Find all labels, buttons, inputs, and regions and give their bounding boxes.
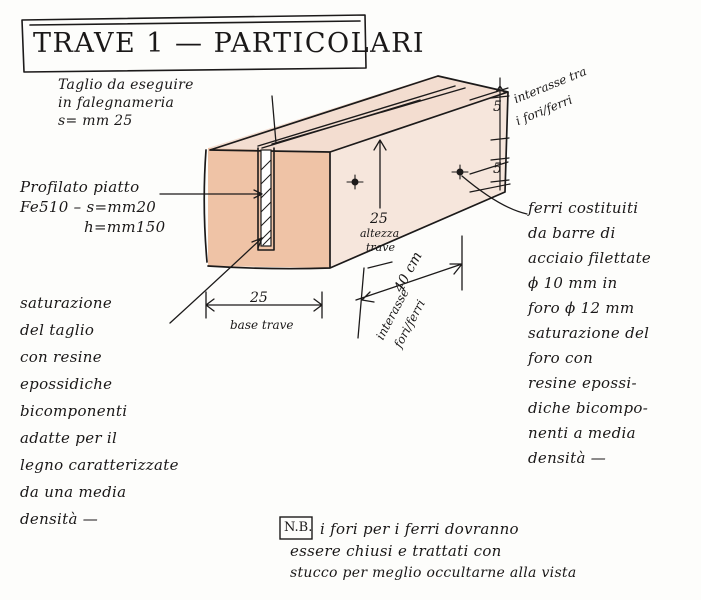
hole-spacing-value-1: 5 bbox=[493, 99, 502, 115]
base-dimension bbox=[205, 291, 323, 319]
note-nb-line: stucco per meglio occultarne alla vista bbox=[290, 565, 577, 581]
note-ferri-line: saturazione del bbox=[528, 324, 650, 342]
note-saturazione-line: densità — bbox=[20, 510, 99, 528]
note-ferri-line: foro con bbox=[528, 349, 594, 367]
note-ferri-line: resine epossi- bbox=[528, 374, 637, 392]
note-saturazione-line: da una media bbox=[20, 483, 127, 501]
note-profilato: Profilato piatto Fe510 – s=mm20 h=mm150 bbox=[20, 177, 165, 237]
height-dimension bbox=[367, 139, 393, 269]
note-ferri-line: diche bicompo- bbox=[528, 399, 649, 417]
note-ferri-line: ϕ 10 mm in bbox=[528, 274, 618, 292]
note-taglio-line: in falegnameria bbox=[58, 95, 175, 111]
note-saturazione-line: legno caratterizzate bbox=[20, 456, 179, 474]
note-ferri-line: da barre di bbox=[528, 224, 616, 242]
nb-box-label: N.B. bbox=[284, 520, 313, 535]
note-saturazione-line: epossidiche bbox=[20, 375, 113, 393]
page-title: TRAVE 1 — PARTICOLARI bbox=[33, 28, 426, 59]
note-profilato-line: Profilato piatto bbox=[20, 178, 140, 196]
note-taglio: Taglio da eseguire in falegnameria s= mm… bbox=[58, 76, 194, 130]
note-nb-line: i fori per i ferri dovranno bbox=[320, 520, 519, 538]
note-profilato-line: h=mm150 bbox=[84, 218, 166, 236]
note-ferri-line: ferri costituiti bbox=[528, 199, 639, 217]
slot-outline bbox=[257, 147, 275, 251]
leader-ferri bbox=[461, 175, 528, 215]
note-ferri-line: nenti a media bbox=[528, 424, 636, 442]
note-profilato-line: Fe510 – s=mm20 bbox=[20, 198, 157, 216]
beam-top-face bbox=[208, 75, 508, 152]
height-label-2: trave bbox=[366, 241, 395, 254]
note-taglio-line: s= mm 25 bbox=[58, 113, 133, 129]
note-ferri-line: densità — bbox=[528, 449, 607, 467]
hole-dimension bbox=[469, 77, 511, 193]
leader-profilato bbox=[159, 189, 263, 199]
title-frame bbox=[21, 14, 367, 73]
note-saturazione-line: bicomponenti bbox=[20, 402, 128, 420]
note-saturazione-line: saturazione bbox=[20, 294, 113, 312]
note-ferri-line: acciaio filettate bbox=[528, 249, 652, 267]
note-saturazione-taglio: saturazione del taglio con resine epossi… bbox=[20, 290, 179, 533]
height-label-1: altezza bbox=[360, 227, 400, 240]
base-label: base trave bbox=[230, 318, 294, 332]
note-saturazione-line: con resine bbox=[20, 348, 102, 366]
spacing-dimension bbox=[355, 235, 463, 339]
base-value: 25 bbox=[250, 290, 268, 306]
note-ferri: ferri costituiti da barre di acciaio fil… bbox=[528, 196, 651, 471]
hole-spacing-value-2: 5 bbox=[493, 161, 502, 177]
leader-saturazione bbox=[169, 237, 263, 324]
note-nb: i fori per i ferri dovranno essere chius… bbox=[290, 518, 577, 584]
note-taglio-line: Taglio da eseguire bbox=[58, 77, 194, 93]
saw-cut bbox=[257, 85, 466, 149]
nb-box-frame bbox=[279, 516, 313, 540]
leader-taglio bbox=[271, 95, 277, 144]
bolt-hole-crosshair bbox=[346, 164, 469, 190]
note-saturazione-line: del taglio bbox=[20, 321, 95, 339]
plate-hatch bbox=[260, 159, 272, 246]
note-nb-line: essere chiusi e trattati con bbox=[290, 542, 502, 560]
beam-side-face bbox=[330, 92, 508, 268]
note-ferri-line: foro ϕ 12 mm bbox=[528, 299, 635, 317]
note-saturazione-line: adatte per il bbox=[20, 429, 118, 447]
height-value: 25 bbox=[370, 211, 388, 227]
